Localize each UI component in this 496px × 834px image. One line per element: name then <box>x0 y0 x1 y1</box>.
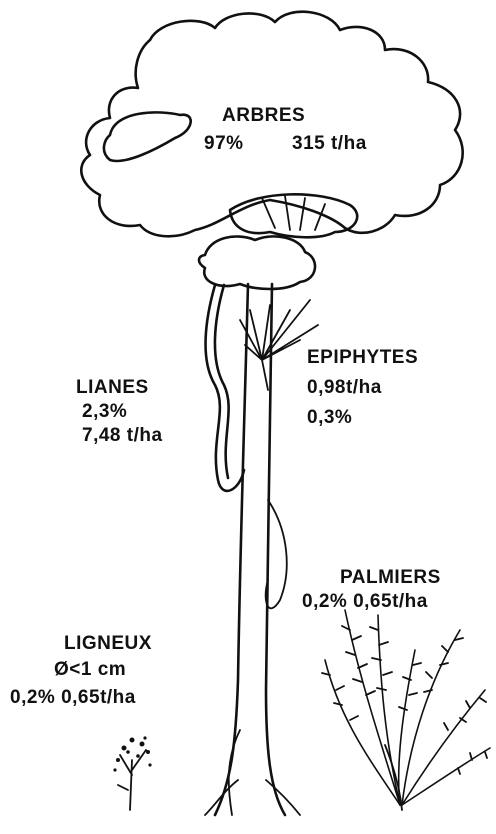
epiphytes-percent: 0,3% <box>307 408 352 427</box>
lianes-percent: 2,3% <box>82 402 127 421</box>
epiphytes-mass: 0,98t/ha <box>307 378 382 397</box>
epiphytes-name: EPIPHYTES <box>307 348 418 367</box>
lianes-mass: 7,48 t/ha <box>82 426 163 445</box>
arbres-mass: 315 t/ha <box>292 134 367 153</box>
mid-canopy <box>199 236 315 289</box>
ligneux-values: 0,2% 0,65t/ha <box>10 688 136 707</box>
palm-plant <box>322 610 490 810</box>
arbres-percent: 97% <box>204 134 244 153</box>
liana-branch-loop <box>104 112 191 161</box>
lower-canopy <box>230 194 357 237</box>
tree-trunk <box>215 284 248 815</box>
palmiers-name: PALMIERS <box>340 568 441 587</box>
palmiers-values: 0,2% 0,65t/ha <box>302 592 428 611</box>
arbres-name: ARBRES <box>222 106 305 125</box>
ligneux-name: LIGNEUX <box>64 634 152 653</box>
lianes-name: LIANES <box>76 378 149 397</box>
ligneux-diameter: Ø<1 cm <box>54 660 126 679</box>
woody-shrub <box>113 736 151 810</box>
